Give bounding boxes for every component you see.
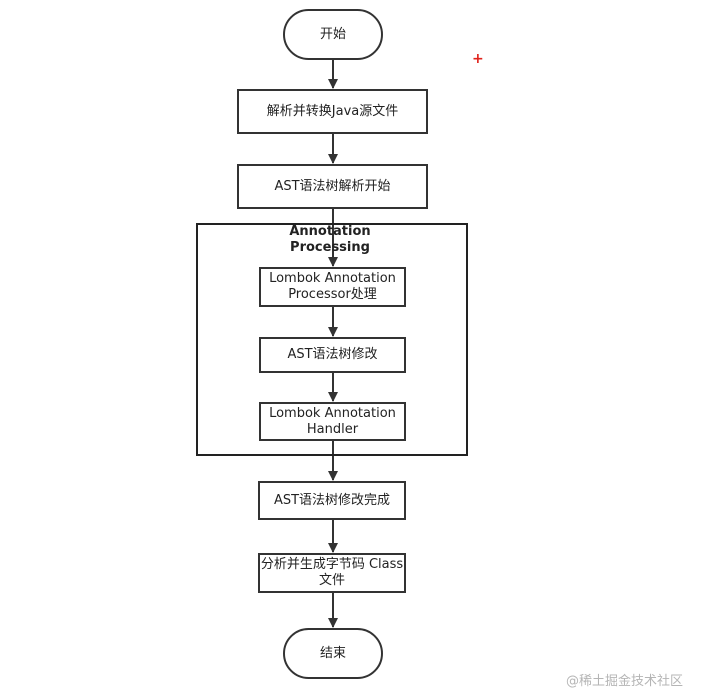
lombok-processor-label: Lombok Annotation Processor处理 [269,271,396,302]
ast-parse-label: AST语法树解析开始 [274,178,391,194]
start-label: 开始 [319,26,346,42]
annotation-processing-group [196,223,468,456]
ast-modify-label: AST语法树修改 [287,347,378,362]
end-node: 结束 [283,628,383,679]
end-label: 结束 [319,645,346,661]
watermark: @稀土掘金技术社区 [566,674,684,689]
bytecode-node: 分析并生成字节码 Class文件 [258,553,406,593]
ast-done-label: AST语法树修改完成 [273,492,391,508]
ast-done-node: AST语法树修改完成 [258,481,406,520]
ast-modify-node: AST语法树修改 [259,337,406,373]
start-node: 开始 [283,9,383,60]
lombok-processor-node: Lombok Annotation Processor处理 [259,267,406,307]
annotation-processing-title: Annotation Processing [289,224,371,255]
add-marker-icon: + [472,51,484,67]
parse-source-node: 解析并转换Java源文件 [237,89,428,134]
ast-parse-node: AST语法树解析开始 [237,164,428,209]
bytecode-label: 分析并生成字节码 Class文件 [260,557,404,588]
lombok-handler-label: Lombok Annotation Handler [269,405,396,437]
lombok-handler-node: Lombok Annotation Handler [259,402,406,441]
parse-source-label: 解析并转换Java源文件 [266,103,399,119]
